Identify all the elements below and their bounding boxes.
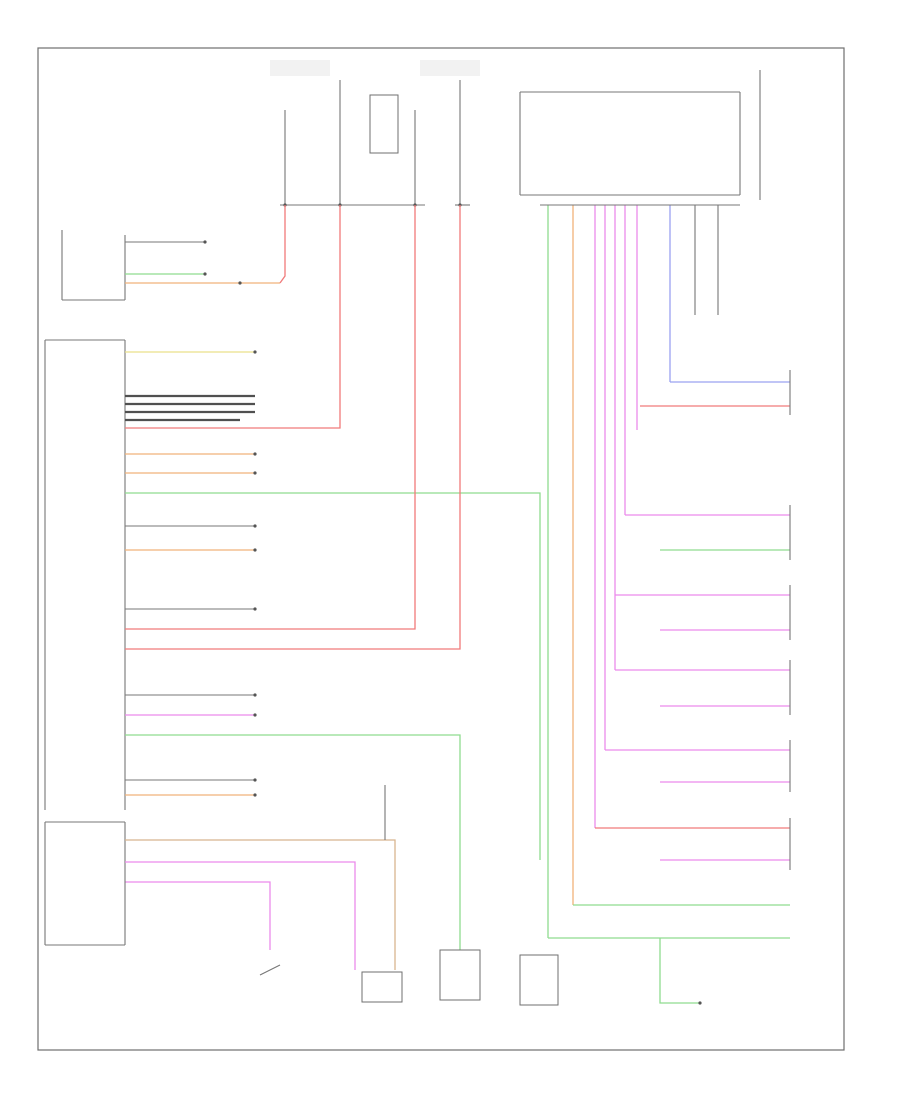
main-module-left <box>44 205 541 950</box>
connector-header-top-right <box>519 70 761 200</box>
diagram-frame <box>37 47 845 1051</box>
bottom-components <box>259 785 559 1006</box>
right-vertical-bus <box>540 204 740 938</box>
right-branches <box>548 370 791 1005</box>
fuse-block <box>270 60 480 207</box>
module-top-left <box>61 205 286 301</box>
module-bottom-left <box>44 821 396 970</box>
